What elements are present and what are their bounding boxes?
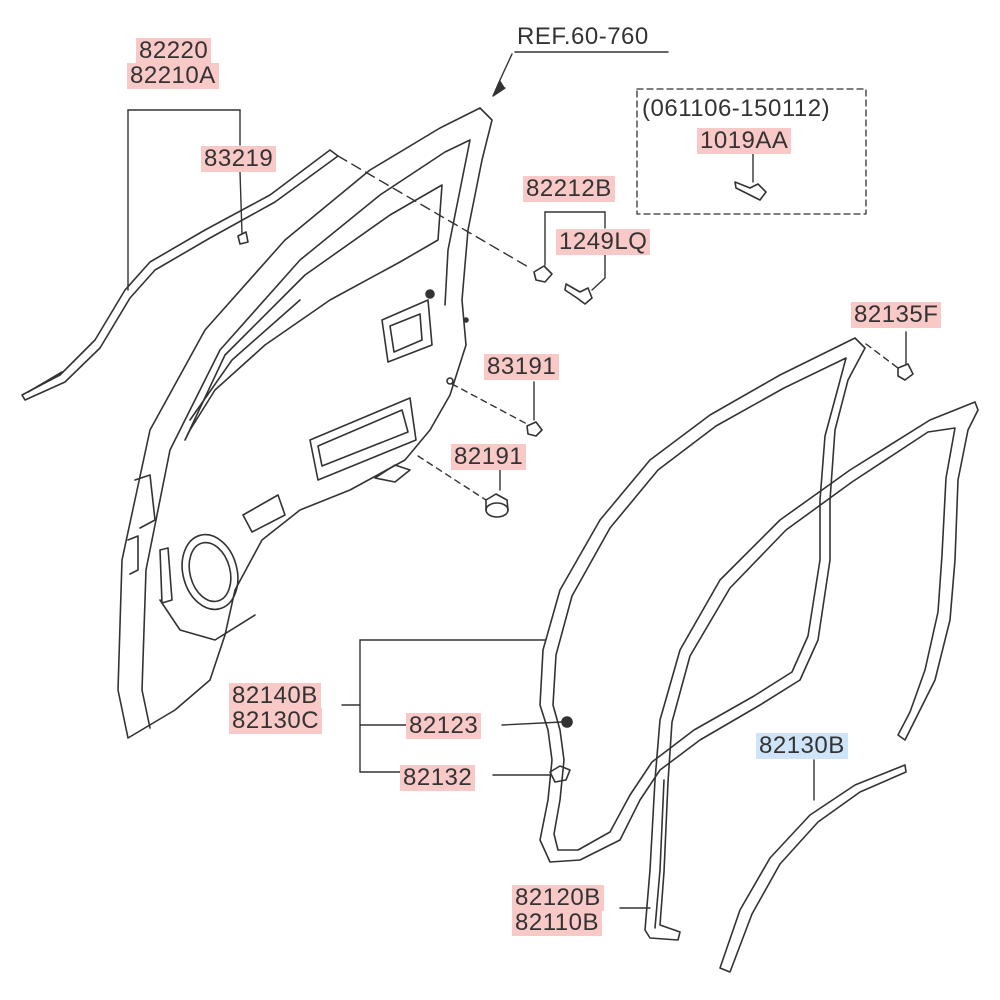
part-label-82210A[interactable]: 82210A [127,63,219,89]
grommet-82212B-shape [533,265,553,283]
clip-82132-shape [549,765,571,783]
part-label-1249LQ[interactable]: 1249LQ [556,229,651,255]
part-label-82132[interactable]: 82132 [400,765,476,791]
screw-1249LQ-shape [564,283,593,305]
part-label-82212B[interactable]: 82212B [523,176,615,202]
leader-lines [127,51,907,909]
clip-82123-shape [561,716,573,728]
part-label-82123[interactable]: 82123 [406,713,482,739]
part-label-82220[interactable]: 82220 [136,38,212,64]
part-label-1019AA[interactable]: 1019AA [697,128,792,154]
screw-1019AA-shape [734,181,767,201]
part-label-82135F[interactable]: 82135F [851,302,942,328]
checker-82191-shape [485,493,509,518]
door-panel [117,107,493,739]
plug-83191-shape [526,421,543,437]
date-range-box [636,88,867,215]
fasteners [485,181,914,783]
part-label-83219[interactable]: 83219 [201,146,277,172]
door-frame-seal [539,337,866,863]
door-side-weatherstrip [644,401,979,941]
clip-83219-shape [237,231,249,245]
plug-82135F-shape [897,363,914,381]
outer-belt-weatherstrip [21,149,339,401]
part-label-82130C[interactable]: 82130C [229,708,323,734]
ref-label[interactable]: REF.60-760 [517,23,649,50]
part-label-82130B[interactable]: 82130B [756,733,848,759]
rear-weatherstrip [719,764,907,973]
part-label-82191[interactable]: 82191 [451,444,527,470]
date-range-label: (061106-150112) [642,95,831,122]
part-label-82120B[interactable]: 82120B [512,885,604,911]
part-label-82140B[interactable]: 82140B [229,683,321,709]
part-label-82110B[interactable]: 82110B [512,910,602,936]
part-label-83191[interactable]: 83191 [484,354,560,380]
